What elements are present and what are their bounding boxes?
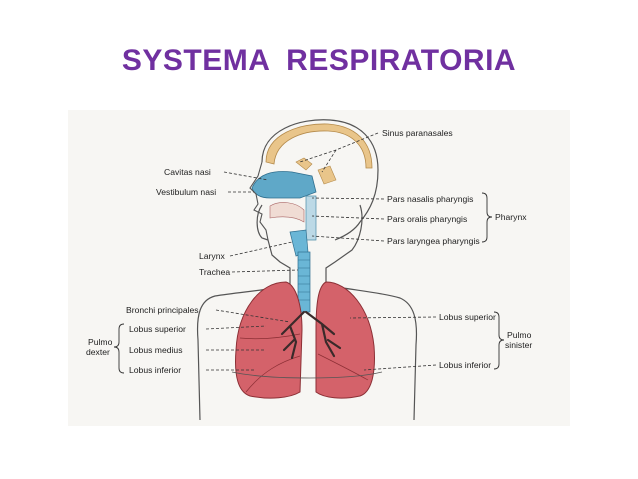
label-pars-laryngea: Pars laryngea pharyngis bbox=[387, 236, 480, 246]
label-bronchi-principales: Bronchi principales bbox=[126, 305, 199, 315]
label-sinus-paranasales: Sinus paranasales bbox=[382, 128, 453, 138]
fissure-left-oblique bbox=[317, 353, 369, 381]
leader-nasalis bbox=[311, 197, 385, 200]
head-outline bbox=[261, 119, 379, 241]
pharynx-tube bbox=[305, 195, 317, 241]
leader-lobus-superior-left bbox=[205, 325, 267, 330]
leader-cavitas bbox=[223, 171, 269, 181]
label-lobus-medius: Lobus medius bbox=[129, 345, 183, 355]
label-lobus-inferior-sinister: Lobus inferior bbox=[439, 360, 491, 370]
bracket-pharynx bbox=[481, 192, 493, 243]
leader-lobus-inferior-right bbox=[363, 364, 437, 371]
label-lobus-superior-dexter: Lobus superior bbox=[129, 324, 186, 334]
bracket-pulmo-dexter bbox=[113, 323, 125, 374]
page-title: SYSTEMA RESPIRATORIA bbox=[121, 44, 517, 77]
face-profile bbox=[249, 161, 269, 241]
leader-sinus-2 bbox=[321, 149, 337, 173]
label-larynx: Larynx bbox=[199, 251, 225, 261]
leader-larynx bbox=[229, 241, 293, 257]
label-pharynx: Pharynx bbox=[495, 212, 527, 222]
label-pulmo-dexter-1: Pulmo bbox=[88, 337, 113, 347]
label-lobus-inferior-dexter: Lobus inferior bbox=[129, 365, 181, 375]
label-pulmo-sinister-1: Pulmo bbox=[507, 330, 532, 340]
label-pars-nasalis: Pars nasalis pharyngis bbox=[387, 194, 473, 204]
diaphragm-line bbox=[231, 371, 383, 379]
fissure-right-oblique bbox=[245, 355, 301, 393]
lung-left bbox=[315, 281, 375, 399]
skull-bone bbox=[265, 123, 373, 169]
lung-right bbox=[235, 281, 303, 399]
label-pulmo-dexter-2: dexter bbox=[86, 347, 110, 357]
trachea-tube bbox=[297, 251, 311, 313]
leader-lobus-superior-right bbox=[349, 316, 437, 319]
label-lobus-superior-sinister: Lobus superior bbox=[439, 312, 496, 322]
label-trachea: Trachea bbox=[199, 267, 230, 277]
label-vestibulum-nasi: Vestibulum nasi bbox=[156, 187, 216, 197]
oral-cavity bbox=[269, 202, 305, 223]
leader-laryngea bbox=[311, 235, 385, 242]
bronchi-tree bbox=[280, 310, 342, 360]
label-cavitas-nasi: Cavitas nasi bbox=[164, 167, 211, 177]
nasal-cavity bbox=[251, 171, 317, 199]
sinus-shape bbox=[295, 157, 337, 185]
label-pars-oralis: Pars oralis pharyngis bbox=[387, 214, 467, 224]
fissure-right-horizontal bbox=[239, 333, 301, 340]
label-pulmo-sinister-2: sinister bbox=[505, 340, 532, 350]
leader-bronchi bbox=[215, 309, 291, 323]
leader-trachea bbox=[231, 269, 299, 273]
bracket-pulmo-sinister bbox=[493, 311, 505, 370]
leader-oralis bbox=[311, 215, 385, 220]
